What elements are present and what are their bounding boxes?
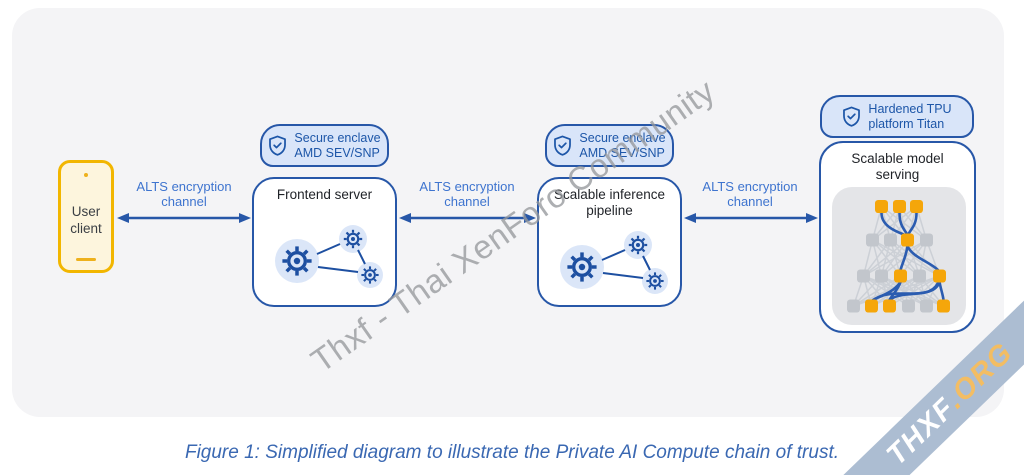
model-serving-title: Scalable model serving <box>821 143 974 182</box>
title-line2: pipeline <box>586 202 633 218</box>
alts-label-line1: ALTS encryption <box>419 179 515 194</box>
model-serving-box: Scalable model serving <box>819 141 976 333</box>
alts-label-line2: channel <box>444 194 490 209</box>
alts-channel-label-3: ALTS encryption channel <box>680 179 820 209</box>
badge-line1: Secure enclave <box>579 131 666 145</box>
alts-arrow-3 <box>684 213 818 223</box>
alts-label-line2: channel <box>727 194 773 209</box>
secure-enclave-badge-2: Secure enclave AMD SEV/SNP <box>545 124 674 167</box>
shield-check-icon <box>554 135 572 156</box>
user-client-label-line2: client <box>70 221 102 236</box>
badge-line1: Secure enclave <box>294 131 381 145</box>
alts-label-line1: ALTS encryption <box>136 179 232 194</box>
figure-caption: Figure 1: Simplified diagram to illustra… <box>184 442 840 463</box>
shield-check-icon <box>843 106 861 127</box>
alts-label-line2: channel <box>161 194 207 209</box>
alts-arrow-1 <box>117 213 251 223</box>
gear-network-icon <box>560 231 668 294</box>
badge-line2: AMD SEV/SNP <box>294 145 380 160</box>
shield-check-icon <box>269 135 287 156</box>
neural-network-illustration <box>847 200 950 313</box>
inference-pipeline-title: Scalable inference pipeline <box>539 179 680 218</box>
user-client-label-line1: User <box>71 204 101 219</box>
secure-enclave-badge-1: Secure enclave AMD SEV/SNP <box>260 124 389 167</box>
title-line2: serving <box>875 166 920 182</box>
badge-text: Secure enclave AMD SEV/SNP <box>579 131 665 160</box>
phone-camera-icon <box>84 173 88 177</box>
title-line1: Scalable inference <box>553 187 666 202</box>
alts-channel-label-1: ALTS encryption channel <box>114 179 254 209</box>
alts-channel-label-2: ALTS encryption channel <box>397 179 537 209</box>
inference-pipeline-box: Scalable inference pipeline <box>537 177 682 307</box>
badge-text: Secure enclave AMD SEV/SNP <box>294 131 380 160</box>
user-client-label: User client <box>61 203 111 237</box>
badge-line2: platform Titan <box>868 116 945 131</box>
badge-line2: AMD SEV/SNP <box>579 145 665 160</box>
frontend-server-title: Frontend server <box>254 179 395 203</box>
phone-home-bar <box>76 257 96 261</box>
alts-arrow-2 <box>399 213 536 223</box>
frontend-server-box: Frontend server <box>252 177 397 307</box>
gear-network-icon <box>275 225 383 288</box>
hardened-tpu-badge: Hardened TPU platform Titan <box>820 95 974 138</box>
badge-line1: Hardened TPU <box>868 102 952 116</box>
alts-label-line1: ALTS encryption <box>702 179 798 194</box>
user-client-device: User client <box>58 160 114 273</box>
title-line1: Frontend server <box>276 187 373 202</box>
badge-text: Hardened TPU platform Titan <box>868 102 951 131</box>
tpu-panel <box>832 187 966 325</box>
title-line1: Scalable model <box>851 151 944 166</box>
